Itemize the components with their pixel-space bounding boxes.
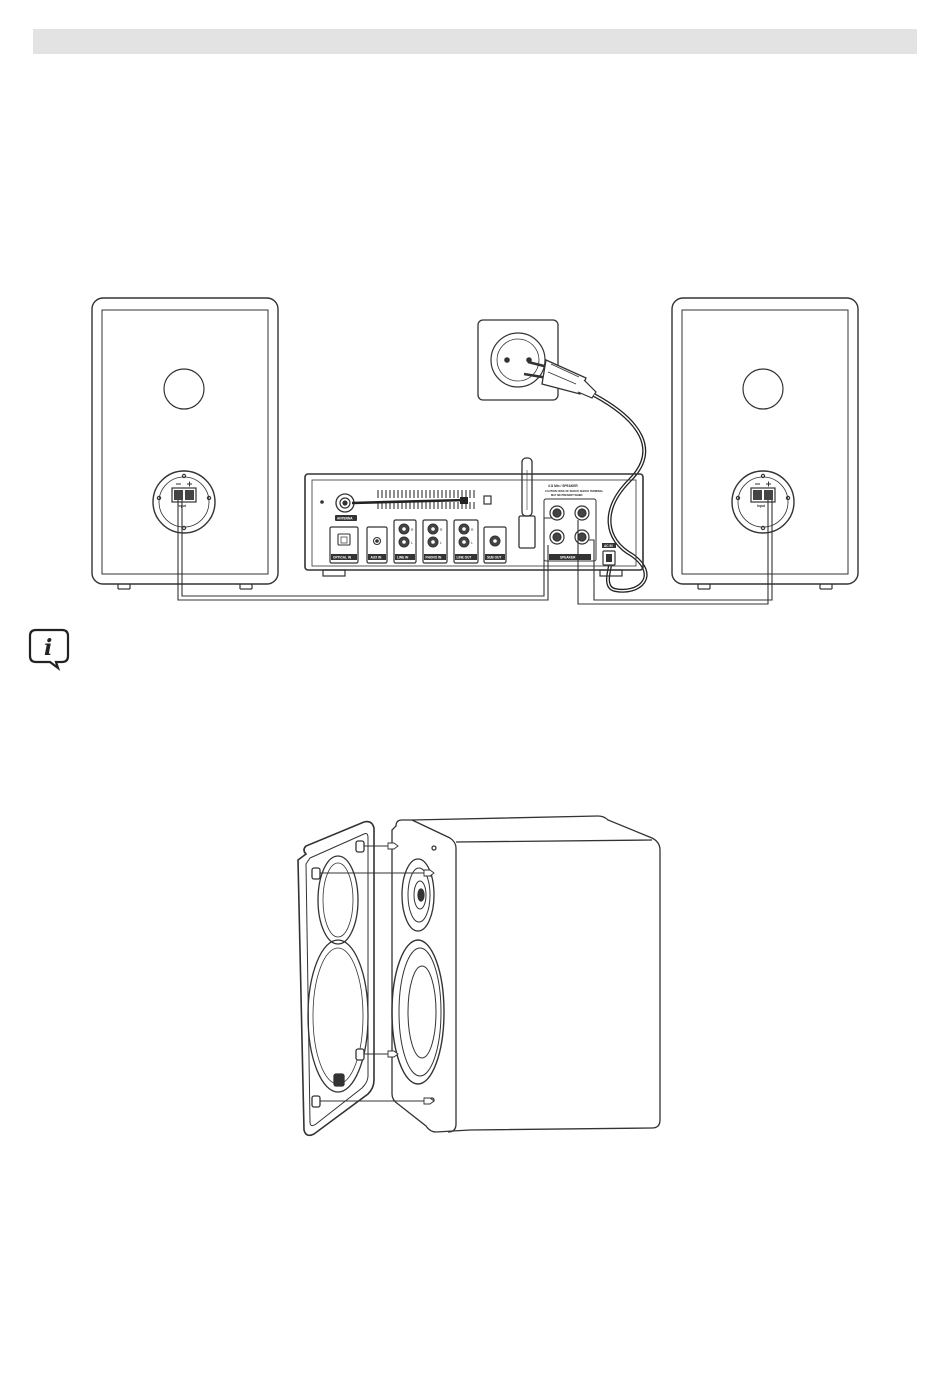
phono-in-label: PHONO IN	[426, 556, 442, 560]
wifi-antenna	[519, 458, 535, 548]
impedance-label: 4 Ω Min / SPEAKER	[548, 484, 578, 488]
line-out-label: LINE OUT	[457, 556, 472, 560]
antenna-wire	[352, 500, 466, 503]
phono-in-r: R	[440, 528, 443, 532]
right-terminal-label: Input	[757, 504, 766, 508]
line-in-label: LINE IN	[397, 556, 409, 560]
main-unit-rear: ANTENNA	[305, 458, 643, 576]
right-terminal-minus[interactable]	[753, 490, 762, 500]
right-speaker: Input	[672, 298, 858, 589]
line-out-r: R	[471, 528, 474, 532]
speaker-cabinet	[392, 816, 660, 1132]
caution-line-2: MAY BE PRESENT WHEN	[551, 493, 583, 497]
front-grille	[298, 822, 374, 1136]
left-speaker-port	[164, 369, 204, 409]
speaker-wires	[178, 500, 772, 604]
left-speaker: Input	[92, 298, 278, 589]
line-in-l: L	[411, 541, 413, 545]
right-speaker-port	[743, 369, 783, 409]
info-icon: i	[30, 630, 68, 668]
caution-line-1: CAUTION: RISK OF SHOCK SHOCK TERMINAL	[545, 489, 604, 493]
phono-in-l: L	[440, 541, 442, 545]
sub-out-label: SUB OUT	[487, 556, 501, 560]
left-terminal-minus[interactable]	[174, 490, 183, 500]
optical-in-label: OPTICAL IN	[333, 556, 352, 560]
antenna-label: ANTENNA	[337, 517, 353, 521]
right-terminal-plus[interactable]	[764, 490, 773, 500]
left-terminal-plus[interactable]	[185, 490, 194, 500]
power-plug	[524, 360, 596, 398]
speaker-label: SPEAKER	[560, 556, 576, 560]
line-out-l: L	[471, 541, 473, 545]
svg-text:i: i	[44, 635, 52, 661]
line-in-r: R	[411, 528, 414, 532]
ac-in-label: AC IN	[604, 544, 613, 548]
aux-in-label: AUX IN	[371, 556, 383, 560]
